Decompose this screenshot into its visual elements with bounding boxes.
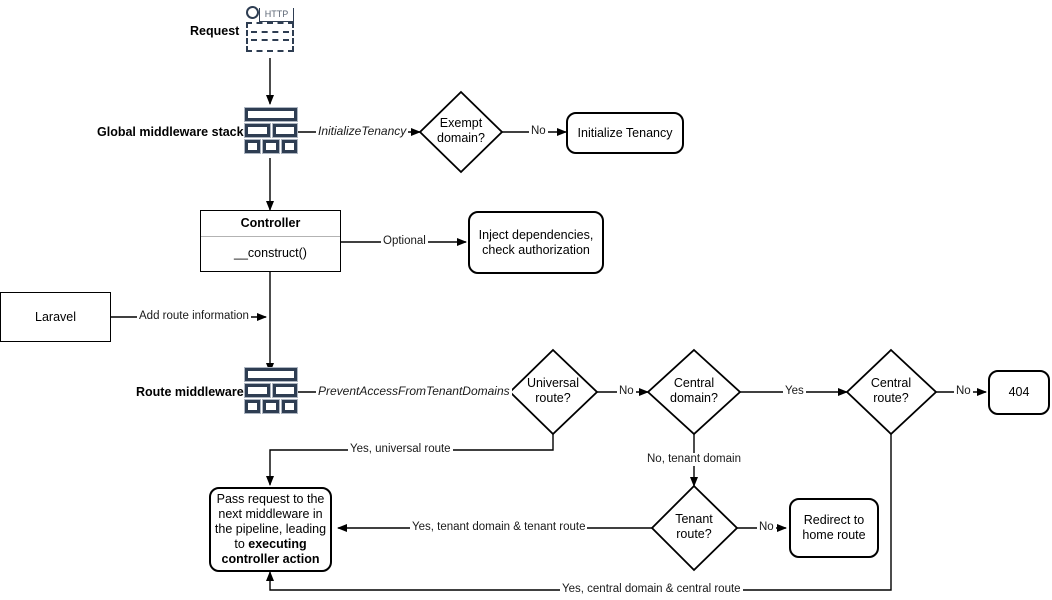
http-body-icon bbox=[246, 22, 294, 52]
pass-request-bold2: controller action bbox=[221, 552, 320, 566]
decision-tenant-route bbox=[650, 484, 739, 572]
row-label-route-middleware: Route middleware bbox=[136, 385, 244, 399]
controller-title: Controller bbox=[201, 211, 340, 237]
pass-request-bold1: executing bbox=[248, 537, 307, 551]
decision-exempt-domain-label: Exempt domain? bbox=[411, 116, 511, 146]
pass-request-line1: Pass request to the bbox=[216, 492, 325, 506]
edge-label-optional: Optional bbox=[381, 235, 428, 248]
edge-label-initialize-tenancy-middleware: InitializeTenancy bbox=[316, 124, 409, 138]
decision-tenant-route-label: Tenant route? bbox=[644, 512, 744, 542]
edge-label-tenant-route-no: No bbox=[757, 521, 776, 534]
http-circle-icon bbox=[246, 6, 259, 19]
central-route-line1: Central bbox=[870, 376, 912, 390]
universal-route-line2: route? bbox=[535, 391, 571, 405]
edge-label-prevent-access-from-tenant-domains: PreventAccessFromTenantDomains bbox=[316, 384, 512, 398]
node-laravel: Laravel bbox=[0, 292, 111, 342]
global-middleware-stack-icon bbox=[243, 107, 299, 156]
central-domain-line1: Central bbox=[673, 376, 715, 390]
edge-label-universal-route-no: No bbox=[617, 385, 636, 398]
decision-universal-route-label: Universal route? bbox=[503, 376, 603, 406]
redirect-home-line2: home route bbox=[802, 528, 866, 542]
pass-request-line2: next middleware in bbox=[218, 507, 323, 521]
exempt-domain-line2: domain? bbox=[437, 131, 485, 145]
tenant-route-line2: route? bbox=[676, 527, 712, 541]
laravel-label: Laravel bbox=[35, 309, 76, 324]
decision-central-domain-label: Central domain? bbox=[644, 376, 744, 406]
initialize-tenancy-label: Initialize Tenancy bbox=[577, 125, 673, 140]
pass-request-line4: to executing bbox=[234, 537, 306, 552]
edge-label-add-route-information: Add route information bbox=[137, 310, 251, 323]
edge-universal-route-yes-to-pass-request bbox=[266, 434, 554, 486]
http-request-icon: HTTP bbox=[246, 6, 294, 54]
redirect-home-line1: Redirect to bbox=[803, 513, 865, 527]
edge-label-no-tenant-domain: No, tenant domain bbox=[645, 453, 743, 466]
decision-central-route bbox=[845, 348, 938, 436]
exempt-domain-line1: Exempt bbox=[439, 116, 483, 130]
tenant-route-line1: Tenant bbox=[675, 512, 713, 526]
node-initialize-tenancy: Initialize Tenancy bbox=[566, 112, 684, 154]
route-middleware-stack-icon bbox=[243, 367, 299, 416]
pass-request-to-word: to bbox=[234, 537, 249, 551]
decision-universal-route bbox=[508, 348, 599, 436]
edge-label-yes-universal-route: Yes, universal route bbox=[348, 443, 453, 456]
edge-label-exempt-domain-no: No bbox=[529, 125, 548, 138]
edge-label-central-domain-yes: Yes bbox=[783, 385, 806, 398]
inject-dependencies-line2: check authorization bbox=[482, 242, 590, 257]
node-pass-request-to-next-middleware: Pass request to the next middleware in t… bbox=[209, 487, 332, 572]
inject-dependencies-line1: Inject dependencies, bbox=[478, 227, 594, 242]
central-route-line2: route? bbox=[873, 391, 909, 405]
node-controller: Controller __construct() bbox=[200, 210, 341, 272]
row-label-global-middleware-stack: Global middleware stack bbox=[97, 125, 244, 139]
pass-request-line3: the pipeline, leading bbox=[214, 522, 327, 536]
edge-label-central-route-no: No bbox=[954, 385, 973, 398]
controller-construct-method: __construct() bbox=[234, 246, 307, 260]
universal-route-line1: Universal bbox=[526, 376, 580, 390]
node-404: 404 bbox=[988, 370, 1050, 415]
row-label-request: Request bbox=[190, 24, 240, 38]
not-found-label: 404 bbox=[1008, 385, 1030, 399]
central-domain-line2: domain? bbox=[670, 391, 718, 405]
edge-label-yes-tenant-domain-tenant-route: Yes, tenant domain & tenant route bbox=[410, 521, 588, 534]
node-redirect-home-route: Redirect to home route bbox=[789, 498, 879, 558]
node-inject-dependencies: Inject dependencies, check authorization bbox=[468, 211, 604, 274]
http-label: HTTP bbox=[259, 8, 294, 22]
decision-central-route-label: Central route? bbox=[841, 376, 941, 406]
decision-central-domain bbox=[646, 348, 742, 436]
edge-label-yes-central-domain-central-route: Yes, central domain & central route bbox=[560, 583, 743, 596]
decision-exempt-domain bbox=[418, 90, 504, 174]
